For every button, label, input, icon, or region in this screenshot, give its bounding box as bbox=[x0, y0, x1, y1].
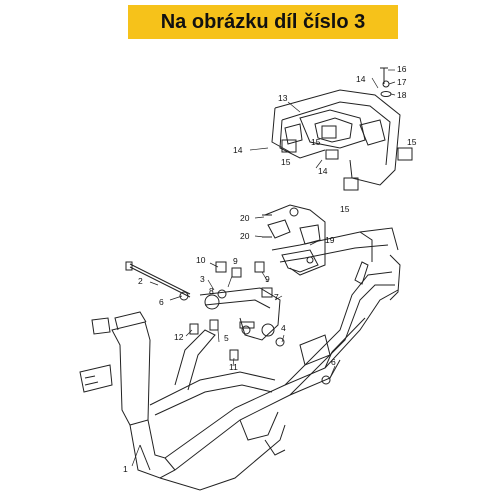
callout-15-lower: 15 bbox=[340, 204, 350, 214]
callout-16: 16 bbox=[397, 64, 407, 74]
callout-5: 5 bbox=[224, 333, 229, 343]
part-number-banner: Na obrázku díl číslo 3 bbox=[128, 5, 398, 39]
callout-18: 18 bbox=[397, 90, 407, 100]
callout-15-right: 15 bbox=[407, 137, 417, 147]
callout-14-left: 14 bbox=[233, 145, 243, 155]
callout-10: 10 bbox=[196, 255, 206, 265]
callout-14-mid: 14 bbox=[318, 166, 328, 176]
callout-9-lower: 9 bbox=[265, 274, 270, 284]
banner-text: Na obrázku díl číslo 3 bbox=[160, 10, 366, 33]
leader-lines bbox=[131, 69, 396, 467]
engine-mount-link bbox=[199, 287, 281, 341]
callout-11: 11 bbox=[229, 362, 238, 372]
callout-8: 8 bbox=[209, 286, 214, 296]
callout-6-right: 6 bbox=[331, 357, 336, 367]
callout-13: 13 bbox=[278, 93, 288, 103]
callout-19: 19 bbox=[325, 235, 335, 245]
callout-1: 1 bbox=[123, 464, 128, 474]
callout-20-lower: 20 bbox=[240, 231, 250, 241]
long-bolt bbox=[125, 261, 191, 298]
callout-4: 4 bbox=[281, 323, 286, 333]
callout-9-upper: 9 bbox=[233, 256, 238, 266]
callout-15-center: 15 bbox=[311, 137, 321, 147]
callout-17: 17 bbox=[397, 77, 407, 87]
callout-12: 12 bbox=[174, 332, 184, 342]
callout-20-upper: 20 bbox=[240, 213, 250, 223]
rubber-dampers bbox=[281, 125, 413, 191]
callout-numbers: 1 2 3 4 5 6 6 7 8 9 9 10 11 12 13 14 14 … bbox=[123, 64, 417, 474]
callout-14-top: 14 bbox=[356, 74, 366, 84]
callout-7: 7 bbox=[274, 292, 279, 302]
rear-carrier bbox=[271, 89, 401, 186]
center-bracket bbox=[264, 204, 326, 276]
callout-6-left: 6 bbox=[159, 297, 164, 307]
callout-15-left: 15 bbox=[281, 157, 291, 167]
bushings bbox=[179, 67, 392, 385]
callout-3: 3 bbox=[200, 274, 205, 284]
main-frame bbox=[79, 227, 401, 491]
callout-2: 2 bbox=[138, 276, 143, 286]
